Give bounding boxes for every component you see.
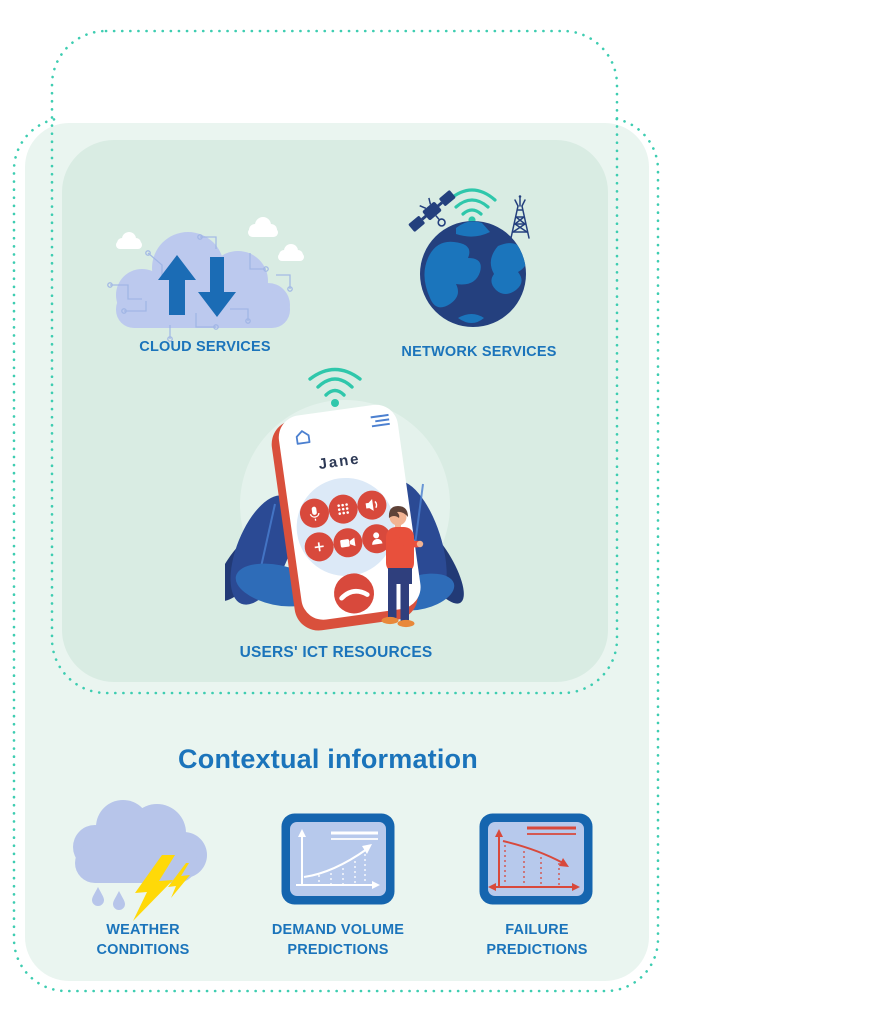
cloud-services-icon: [107, 217, 304, 342]
mini-cloud-icon: [116, 217, 304, 261]
falling-chart-icon: [488, 826, 580, 891]
storm-cloud-icon: [73, 800, 207, 883]
wifi-signal-icon: [308, 367, 362, 407]
users-ict-resources-label: USERS' ICT RESOURCES: [239, 644, 433, 661]
person-figure: [381, 506, 424, 628]
rain-drops-icon: [92, 887, 125, 910]
contact-name: Jane: [317, 450, 361, 473]
wifi-signal-icon: [447, 188, 497, 224]
rising-chart-icon: [296, 829, 380, 889]
demand-volume-icon: [281, 813, 395, 905]
users-ict-scene: Jane: [225, 367, 464, 631]
smartphone-icon: Jane: [271, 404, 421, 631]
satellite-icon: [408, 190, 456, 232]
network-services-icon: [408, 188, 530, 327]
radio-tower-icon: [510, 195, 530, 239]
cloud-services-label: CLOUD SERVICES: [139, 339, 271, 355]
end-call-button: [334, 573, 375, 614]
contextual-information-heading: Contextual information: [178, 744, 478, 774]
contact-button: [362, 524, 392, 554]
upload-download-arrows-icon: [158, 255, 236, 317]
failure-predictions-icon: [479, 813, 593, 905]
network-services-label: NETWORK SERVICES: [401, 344, 557, 360]
globe-icon: [420, 221, 526, 327]
demand-volume-predictions-label: DEMAND VOLUME PREDICTIONS: [271, 922, 405, 958]
lightning-icon: [133, 855, 190, 921]
failure-predictions-label: FAILURE PREDICTIONS: [486, 922, 588, 958]
home-icon: [295, 430, 311, 445]
weather-conditions-label: WEATHER CONDITIONS: [96, 922, 190, 958]
menu-icon: [370, 413, 390, 428]
weather-conditions-icon: [73, 800, 207, 921]
cloud-shape-icon: [116, 232, 290, 328]
circuit-traces-icon: [107, 234, 293, 342]
button-glyphs: [309, 499, 383, 552]
